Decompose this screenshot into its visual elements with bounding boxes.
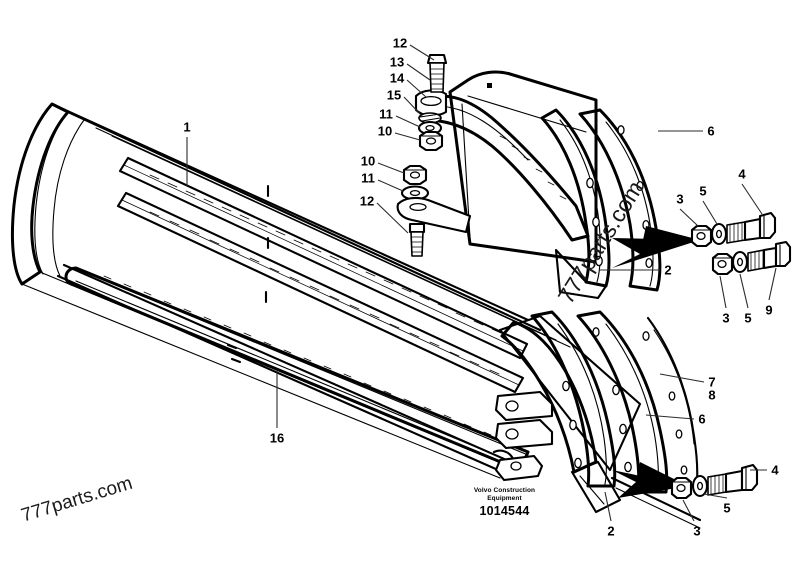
callout-number-6: 6 <box>707 123 715 139</box>
callout-number-14: 14 <box>389 70 405 86</box>
callout-number-5: 5 <box>699 183 707 199</box>
callout-number-4: 4 <box>771 462 779 478</box>
callout-number-12: 12 <box>392 35 408 51</box>
callout-number-2: 2 <box>664 262 672 278</box>
callout-number-10: 10 <box>360 153 376 169</box>
title-block-company-line1: Volvo Construction <box>473 487 536 494</box>
hardware-stack-lower-right <box>670 463 759 500</box>
callout-number-10: 10 <box>377 123 393 139</box>
hinge-lug-lower <box>494 418 554 450</box>
callout-number-2: 2 <box>607 523 615 539</box>
hardware-stack-middle-right <box>711 240 792 276</box>
callout-number-6: 6 <box>698 411 706 427</box>
callout-number-13: 13 <box>389 54 405 70</box>
bolt-item-13 <box>426 53 448 93</box>
moldboard-blade-item-1 <box>10 102 571 479</box>
nut-item-10-upper <box>418 130 444 152</box>
callout-number-5: 5 <box>744 310 752 326</box>
callout-number-3: 3 <box>693 523 701 539</box>
bracket-tab-lower <box>396 196 472 234</box>
callout-number-4: 4 <box>738 166 746 182</box>
callout-number-12: 12 <box>359 193 375 209</box>
leader-lines <box>186 44 777 522</box>
callout-number-15: 15 <box>386 87 402 103</box>
callout-number-11: 11 <box>361 170 375 186</box>
hardware-stack-upper-right <box>690 211 777 248</box>
callout-number-9: 9 <box>765 302 773 318</box>
callout-number-16: 16 <box>269 430 285 446</box>
callout-number-3: 3 <box>676 191 684 207</box>
callout-number-8: 8 <box>708 387 716 403</box>
lower-blade-section <box>494 310 702 529</box>
title-block-company-line2: Equipment <box>487 495 522 502</box>
bolt-item-12 <box>408 222 426 257</box>
callout-number-5: 5 <box>723 500 731 516</box>
upper-blade-section-item-2 <box>414 70 700 300</box>
cutting-edge-item-16 <box>64 266 530 475</box>
nut-item-10-lower <box>402 164 428 186</box>
callout-number-7: 7 <box>708 374 716 390</box>
callout-number-1: 1 <box>183 119 191 135</box>
hinge-lug-upper <box>494 390 554 422</box>
title-block-drawing-number: 1014544 <box>479 504 530 518</box>
title-block: Volvo Construction Equipment 1014544 <box>452 487 557 519</box>
callout-number-11: 11 <box>379 106 393 122</box>
callout-number-3: 3 <box>722 310 730 326</box>
